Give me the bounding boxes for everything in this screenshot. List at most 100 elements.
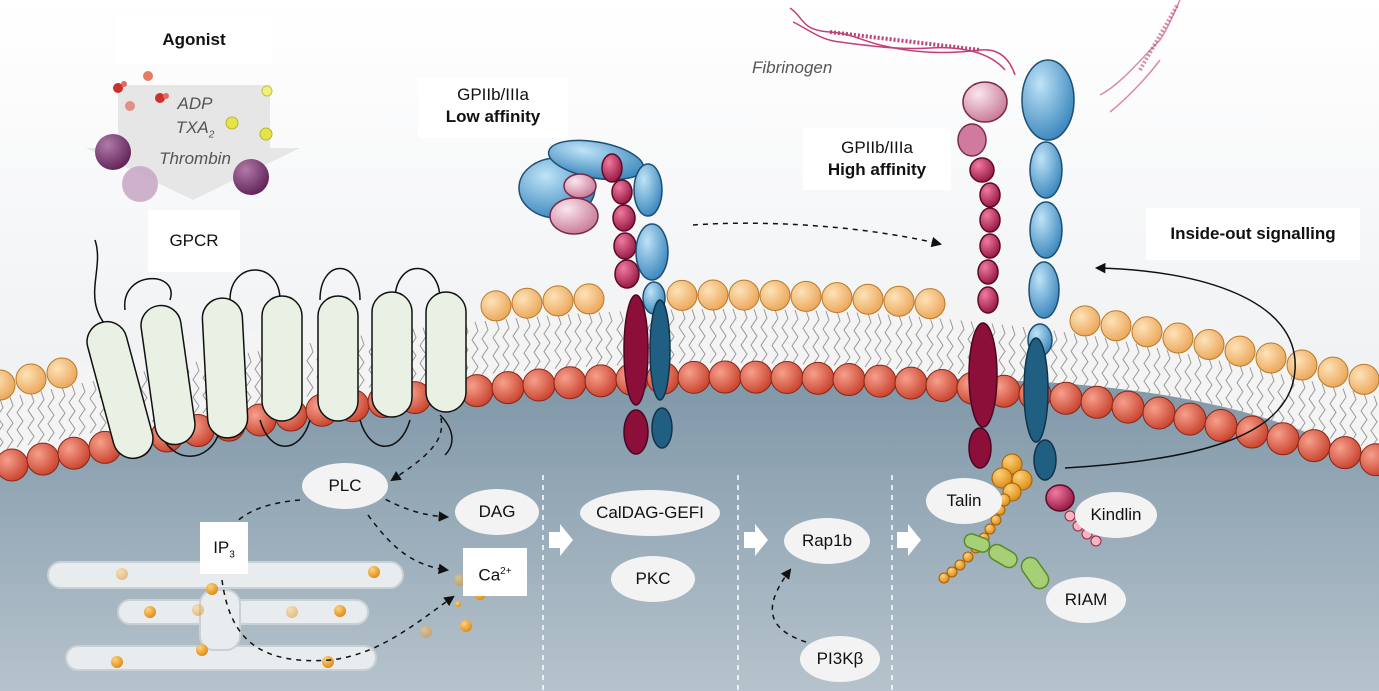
- outer-lipid-head: [480, 290, 512, 322]
- lipid-tail: [946, 319, 954, 374]
- inner-lipid-head: [832, 363, 866, 397]
- lipid-tail: [895, 315, 903, 370]
- calcium-label: Ca2+: [463, 548, 527, 596]
- inner-lipid-head: [770, 360, 804, 394]
- inner-lipid-head: [1359, 443, 1379, 477]
- inner-lipid-head: [708, 360, 742, 394]
- lipid-tail: [884, 314, 892, 369]
- flow-arrows: [549, 524, 921, 556]
- lipid-tail: [6, 396, 14, 450]
- lipid-tail: [1081, 334, 1089, 389]
- outer-lipid-head: [15, 363, 47, 395]
- lipid-tail: [564, 314, 572, 369]
- integrin-high-name: GPIIb/IIIa: [841, 138, 913, 157]
- inner-lipid-head: [1235, 415, 1269, 449]
- lipid-tail: [502, 318, 510, 374]
- lipid-tail: [1050, 330, 1058, 385]
- rap1b-node: Rap1b: [784, 518, 870, 564]
- lipid-tail: [89, 380, 97, 434]
- inner-lipid-head: [584, 364, 618, 398]
- lipid-tail: [0, 398, 4, 448]
- lipid-tail: [574, 313, 582, 368]
- lipid-tail: [409, 328, 417, 383]
- lipid-tail: [781, 309, 789, 364]
- lipid-tail: [16, 394, 24, 448]
- riam-node: RIAM: [1046, 577, 1126, 623]
- agonist-list: ADP TXA2 Thrombin: [150, 92, 240, 171]
- lipid-tail: [254, 351, 262, 405]
- inside-out-signalling-label: Inside-out signalling: [1146, 208, 1360, 260]
- lipid-tail: [678, 309, 686, 364]
- lipid-tail: [750, 309, 758, 364]
- outer-lipid-head: [1317, 356, 1349, 388]
- lipid-tail: [1143, 345, 1151, 400]
- lipid-tail: [740, 308, 748, 364]
- outer-lipid-head: [1100, 310, 1132, 342]
- integrin-high-state: High affinity: [827, 160, 927, 179]
- inner-lipid-head: [0, 448, 29, 482]
- lipid-tail: [481, 320, 489, 375]
- lipid-tail: [78, 382, 86, 436]
- lipid-tail: [244, 352, 252, 407]
- lipid-tail: [709, 308, 717, 364]
- lipid-tail: [1070, 333, 1078, 388]
- lipid-tail: [936, 318, 944, 373]
- inner-lipid-head: [677, 360, 711, 394]
- lipid-tail: [853, 312, 861, 367]
- lipid-tail: [771, 309, 779, 364]
- lipid-tail: [595, 312, 603, 367]
- ip3-label: IP3: [200, 522, 248, 574]
- lipid-tail: [1101, 337, 1109, 392]
- lipid-tail: [719, 308, 727, 364]
- outer-lipid-head: [1193, 328, 1225, 360]
- lipid-tail: [1267, 371, 1275, 426]
- lipid-tail: [543, 315, 551, 370]
- fibrinogen-label: Fibrinogen: [752, 58, 833, 77]
- lipid-tail: [864, 313, 872, 368]
- inner-lipid-head: [894, 366, 928, 400]
- lipid-tail: [47, 388, 55, 442]
- lipid-tail: [605, 311, 613, 367]
- inner-lipid-head: [801, 361, 835, 395]
- lipid-tail: [905, 315, 913, 371]
- lipid-tail: [698, 308, 706, 364]
- inner-lipid-head: [739, 360, 773, 394]
- lipid-tail: [998, 324, 1006, 379]
- outer-lipid-head: [697, 279, 729, 311]
- lipid-tail: [1122, 341, 1130, 396]
- lipid-tail: [616, 311, 624, 366]
- outer-lipid-head: [759, 280, 791, 312]
- inner-lipid-head: [553, 366, 587, 400]
- talin-node: Talin: [926, 478, 1002, 524]
- lipid-tail: [1205, 358, 1213, 412]
- inner-lipid-head: [1049, 381, 1083, 415]
- lipid-tail: [729, 308, 737, 364]
- inner-lipid-head: [1173, 402, 1207, 436]
- lipid-tail: [1370, 395, 1378, 449]
- integrin-low-affinity: [518, 139, 673, 455]
- lipid-tail: [1329, 385, 1337, 439]
- lipid-tail: [512, 317, 520, 373]
- lipid-tail: [1298, 378, 1306, 432]
- pi3k-node: PI3Kβ: [800, 636, 880, 682]
- integrin-high-label: GPIIb/IIIa High affinity: [803, 128, 951, 190]
- agonist-thrombin: Thrombin: [159, 149, 231, 169]
- pathway-separators: [542, 475, 893, 691]
- lipid-tail: [492, 319, 500, 374]
- inner-lipid-head: [925, 368, 959, 402]
- lipid-tail: [554, 314, 562, 370]
- lipid-tail: [1308, 381, 1316, 435]
- outer-lipid-head: [914, 288, 946, 320]
- lipid-tail: [1318, 383, 1326, 437]
- inner-lipid-head: [57, 436, 91, 470]
- lipid-tail: [533, 316, 541, 371]
- agonist-molecules: [95, 71, 273, 202]
- lipid-tail: [1194, 356, 1202, 410]
- lipid-tail: [1112, 339, 1120, 394]
- lipid-tail: [1360, 393, 1368, 447]
- lipid-tail: [1287, 376, 1295, 430]
- integrin-low-name: GPIIb/IIIa: [457, 85, 529, 104]
- inner-lipid-head: [1111, 390, 1145, 424]
- lipid-tail: [791, 309, 799, 365]
